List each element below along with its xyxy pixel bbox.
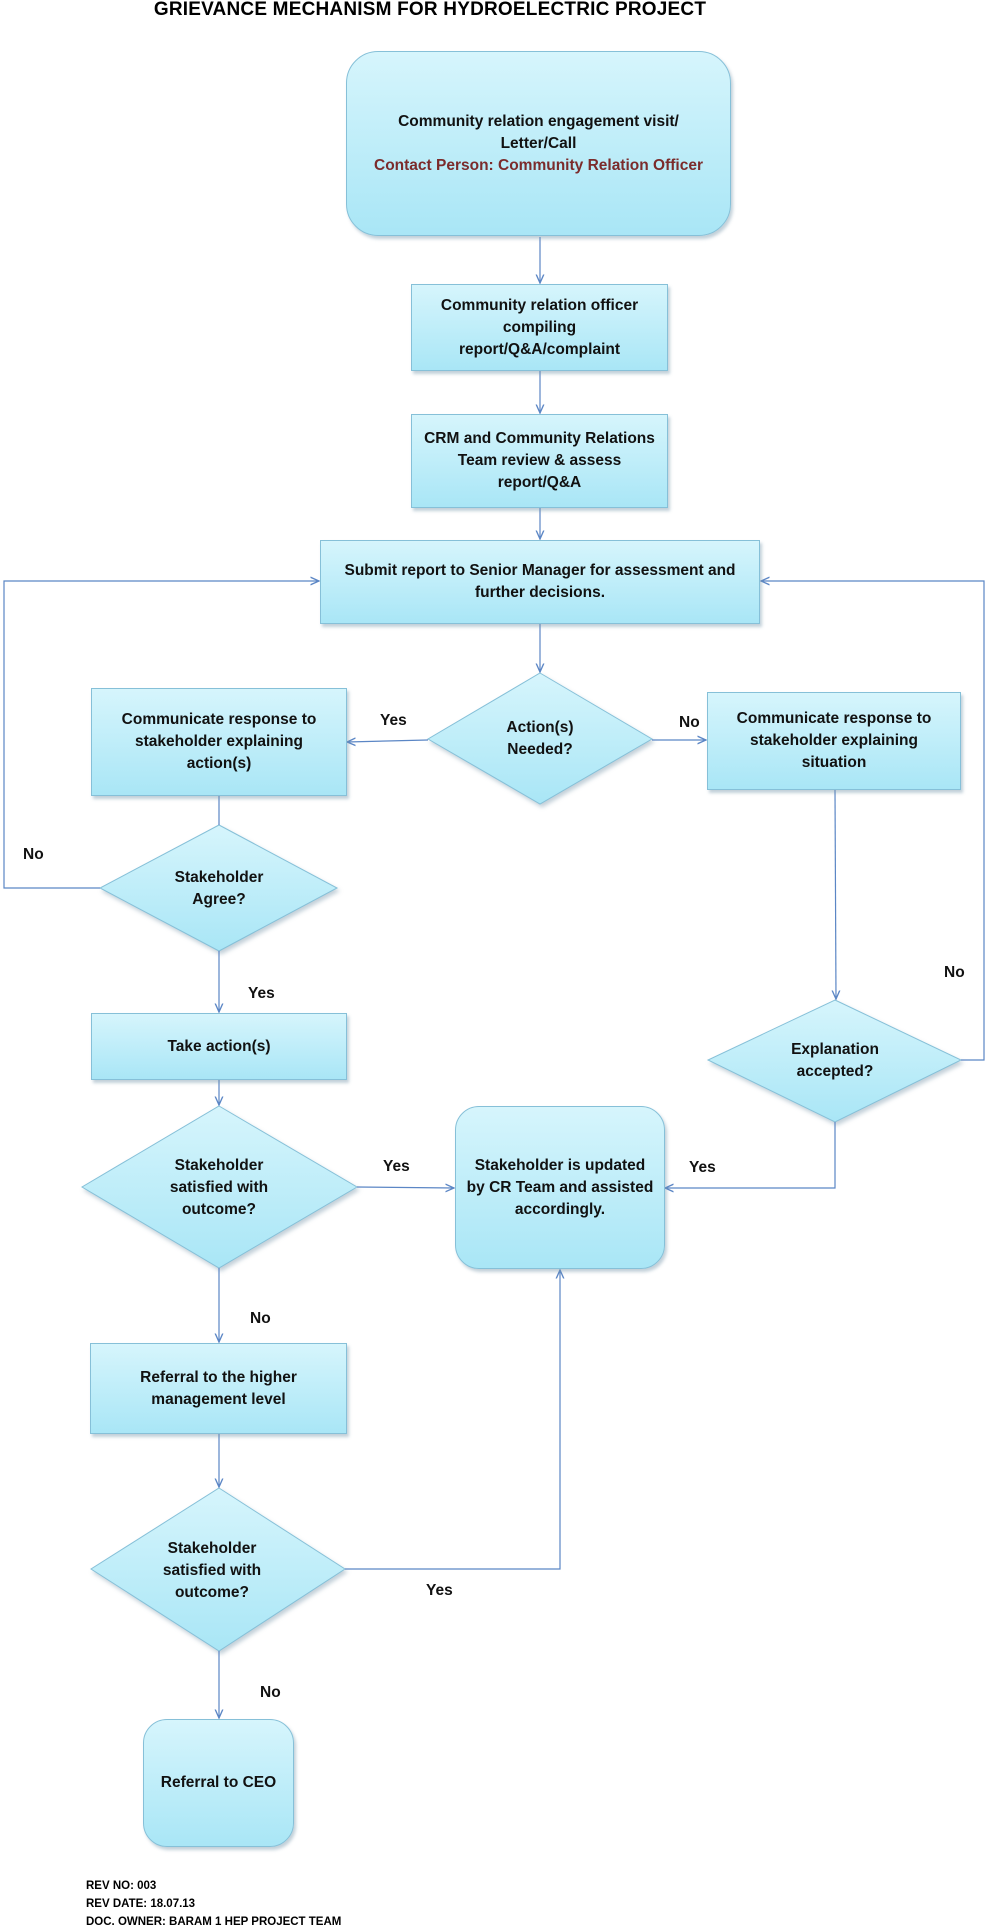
review-node: CRM and Community Relations Team review … [411, 414, 668, 508]
document-footer: REV NO: 003 REV DATE: 18.07.13 DOC. OWNE… [86, 1877, 341, 1931]
edge-agree-no-loop [3, 581, 319, 889]
start-contact-person: Contact Person: Community Relation Offic… [374, 156, 703, 174]
compile-node: Community relation officer compiling rep… [411, 284, 668, 371]
edge-explanation-no-loop [761, 581, 985, 1061]
communicate-situation-label: Communicate response to stakeholder expl… [736, 710, 932, 771]
start-node: Community relation engagement visit/ Let… [346, 51, 731, 236]
submit-label: Submit report to Senior Manager for asse… [344, 562, 736, 601]
referral-higher-node: Referral to the higher management level [90, 1343, 347, 1434]
communicate-action-node: Communicate response to stakeholder expl… [91, 688, 347, 796]
review-label: CRM and Community Relations Team review … [424, 430, 655, 491]
edge-satisfied2-yes [345, 1270, 560, 1570]
decision-action-needed-shape [427, 672, 653, 805]
satisfied-2-label: Stakeholder satisfied with outcome? [162, 1540, 262, 1601]
edge-label-satisfied2-yes: Yes [426, 1582, 453, 1599]
compile-label: Community relation officer compiling rep… [440, 296, 639, 358]
ceo-node: Referral to CEO [143, 1719, 294, 1847]
edge-label-explanation-no: No [944, 964, 965, 981]
action-needed-label: Action(s) Needed? [506, 719, 574, 758]
edge-label-satisfied2-no: No [260, 1684, 281, 1701]
agree-label: Stakeholder Agree? [174, 869, 264, 908]
edge-label-satisfied1-no: No [250, 1310, 271, 1327]
edge-situation-to-explanation [835, 789, 836, 999]
referral-higher-label: Referral to the higher management level [140, 1368, 297, 1408]
take-action-label: Take action(s) [167, 1037, 271, 1055]
diagram-title: GRIEVANCE MECHANISM FOR HYDROELECTRIC PR… [153, 0, 707, 20]
edge-label-agree-no: No [23, 846, 44, 863]
edge-label-satisfied1-yes: Yes [383, 1158, 410, 1175]
take-action-node: Take action(s) [91, 1013, 347, 1080]
edge-label-agree-yes: Yes [248, 985, 275, 1002]
rev-no: REV NO: 003 [86, 1880, 157, 1892]
edge-satisfied1-yes [356, 1187, 454, 1188]
communicate-action-label: Communicate response to stakeholder expl… [121, 711, 317, 772]
edge-action-yes [347, 740, 429, 742]
communicate-situation-node: Communicate response to stakeholder expl… [707, 692, 961, 790]
start-line-1: Community relation engagement visit/ [398, 112, 679, 130]
rev-date: REV DATE: 18.07.13 [86, 1898, 196, 1910]
ceo-label: Referral to CEO [160, 1774, 277, 1791]
explanation-label: Explanation accepted? [791, 1041, 879, 1080]
doc-owner: DOC. OWNER: BARAM 1 HEP PROJECT TEAM [86, 1916, 342, 1928]
edge-label-action-yes: Yes [380, 712, 407, 729]
edge-label-action-no: No [679, 714, 700, 731]
edge-label-explanation-yes: Yes [689, 1159, 716, 1176]
submit-node: Submit report to Senior Manager for asse… [320, 540, 760, 624]
updated-label: Stakeholder is updated by CR Team and as… [466, 1156, 654, 1218]
start-line-2: Letter/Call [500, 134, 577, 152]
updated-node: Stakeholder is updated by CR Team and as… [455, 1106, 665, 1269]
satisfied-1-label: Stakeholder satisfied with outcome? [169, 1157, 269, 1218]
edge-explanation-yes [665, 1122, 836, 1188]
